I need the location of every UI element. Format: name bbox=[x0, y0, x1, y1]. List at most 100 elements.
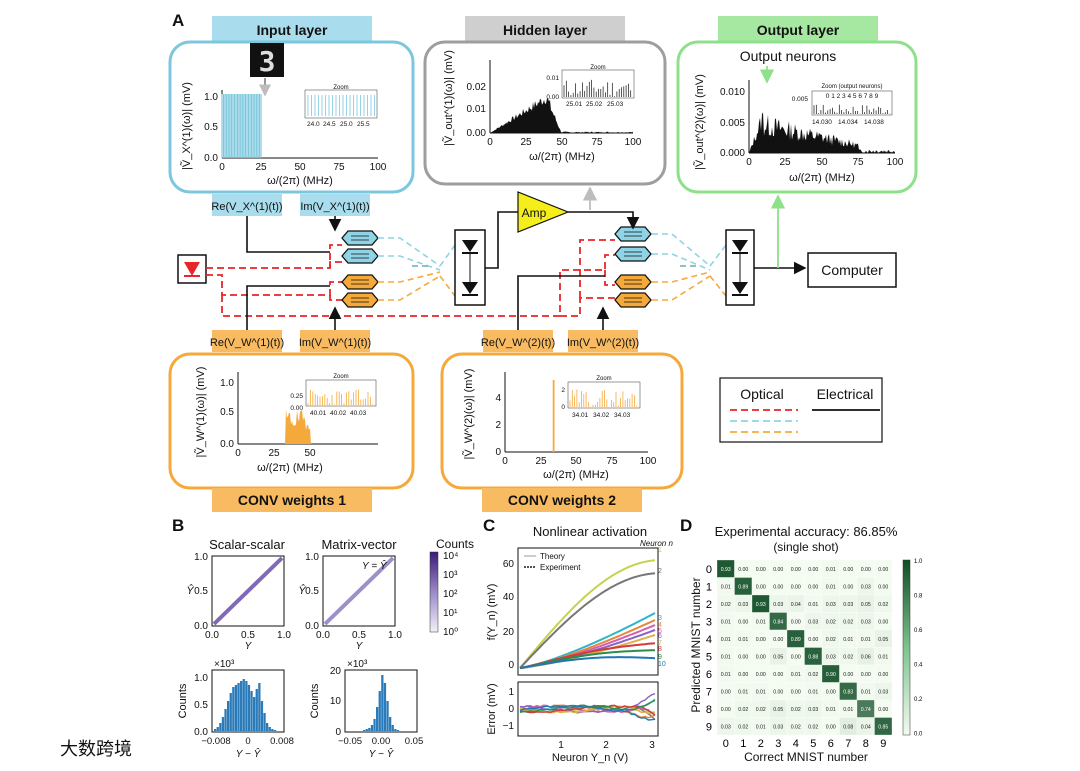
d-cell-value: 0.89 bbox=[738, 584, 748, 590]
d-cell-value: 0.00 bbox=[791, 567, 801, 573]
d-cell-value: 0.03 bbox=[808, 707, 818, 713]
hist1-bar bbox=[245, 681, 248, 731]
d-colorbar-ticks: 1.00.80.60.40.20.0 bbox=[914, 559, 923, 738]
computer-box bbox=[807, 252, 897, 288]
b-s2-ytick-2: 1.0 bbox=[305, 552, 319, 563]
hist2-bar bbox=[394, 729, 397, 731]
input-ytick-2: 0.5 bbox=[204, 122, 218, 133]
d-cb-tick: 0.6 bbox=[914, 628, 923, 634]
c-ytick-2: 20 bbox=[503, 627, 515, 638]
combiner-2-blue-b bbox=[652, 253, 711, 271]
input-xlabel: ω/(2π) (MHz) bbox=[267, 175, 333, 187]
c-title: Nonlinear activation bbox=[533, 524, 647, 539]
c-neuron-id: 4 bbox=[658, 622, 662, 629]
d-cell-value: 0.00 bbox=[791, 619, 801, 625]
hist1-bar bbox=[214, 729, 217, 731]
elec-re-vw1 bbox=[246, 285, 330, 330]
d-col-label: 2 bbox=[758, 738, 764, 750]
hist2-bar bbox=[373, 719, 376, 731]
d-cell-value: 0.03 bbox=[878, 689, 888, 695]
c-xlabel: Neuron Y_n (V) bbox=[552, 752, 628, 764]
amplifier-label: Amp bbox=[522, 206, 547, 220]
b-s2-ylabel: Ŷ bbox=[298, 584, 306, 597]
conv2-ytick-1: 4 bbox=[495, 393, 501, 404]
b-scalar-title: Scalar-scalar bbox=[209, 537, 286, 552]
hidden-layer-header bbox=[465, 16, 625, 42]
d-cell-value: 0.00 bbox=[773, 567, 783, 573]
output-layer-header bbox=[718, 16, 878, 42]
c-neuron-label: Neuron n bbox=[640, 539, 673, 548]
conv1-title: CONV weights 1 bbox=[238, 492, 346, 508]
hist1-bar bbox=[229, 693, 232, 731]
combiner-1-blue-a bbox=[378, 237, 441, 267]
input-xtick-3: 50 bbox=[294, 162, 306, 173]
c-xtick-2: 3 bbox=[649, 740, 655, 751]
hist2-bar bbox=[365, 729, 368, 731]
d-cell-value: 0.01 bbox=[738, 689, 748, 695]
output-xtick-2: 25 bbox=[779, 157, 791, 168]
d-col-label: 4 bbox=[793, 738, 799, 750]
d-cell-value: 0.00 bbox=[756, 654, 766, 660]
d-row-label: 6 bbox=[706, 669, 712, 681]
d-cell-value: 0.08 bbox=[843, 724, 853, 730]
hidden-ylabel: |Ṽ_out^(1)(ω)| (mV) bbox=[442, 50, 455, 146]
d-xlabel: Correct MNIST number bbox=[744, 750, 868, 764]
d-cell-value: 0.01 bbox=[738, 637, 748, 643]
b-cb-tick-1: 10³ bbox=[443, 570, 458, 581]
panel-label-b: B bbox=[172, 516, 184, 535]
d-cell-value: 0.00 bbox=[826, 724, 836, 730]
conv2-xtick-2: 25 bbox=[535, 456, 547, 467]
d-cell-value: 0.05 bbox=[878, 637, 888, 643]
hist2-bar bbox=[381, 675, 384, 731]
link-legend: Optical Electrical bbox=[719, 377, 883, 443]
d-cell-value: 0.93 bbox=[721, 567, 731, 573]
d-row-label: 2 bbox=[706, 599, 712, 611]
d-cell-value: 0.05 bbox=[861, 602, 871, 608]
red-path-1 bbox=[206, 244, 342, 269]
d-cell-value: 0.01 bbox=[808, 602, 818, 608]
d-cell-value: 0.03 bbox=[773, 602, 783, 608]
hist1-bar bbox=[273, 730, 277, 731]
d-cell-value: 0.01 bbox=[756, 689, 766, 695]
modulator-icon bbox=[341, 274, 379, 290]
im-vx-label: Im(V_X^(1)(t)) bbox=[300, 201, 369, 213]
d-cell-value: 0.01 bbox=[721, 672, 731, 678]
conv1-xtick-1: 0 bbox=[235, 448, 241, 459]
input-xtick-4: 75 bbox=[333, 162, 345, 173]
b-h1-xlabel: Y − Ŷ bbox=[236, 747, 262, 760]
b-h1-ytick-0: 1.0 bbox=[194, 673, 208, 684]
b-s1-xlabel: Y bbox=[245, 641, 253, 652]
red-path-8 bbox=[579, 239, 615, 298]
combiner-1-out-a bbox=[439, 244, 456, 267]
input-zoom-xtick-2: 24.5 bbox=[323, 121, 336, 128]
re-vw1-box bbox=[212, 330, 282, 352]
conv1-ylabel: |Ṽ_W^(1)(ω)| (mV) bbox=[194, 367, 207, 458]
red-path-5 bbox=[221, 254, 615, 317]
d-col-label: 5 bbox=[810, 738, 816, 750]
b-s1-xtick-2: 1.0 bbox=[277, 630, 291, 641]
conv2-zoom-xtick-3: 34.03 bbox=[614, 412, 631, 419]
d-cell-value: 0.00 bbox=[738, 654, 748, 660]
conv1-ytick-1: 1.0 bbox=[220, 378, 234, 389]
d-cell-value: 0.03 bbox=[843, 602, 853, 608]
combiner-2-orange-b bbox=[652, 275, 711, 301]
panel-b: Scalar-scalar Matrix-vector 0.0 0.5 1.0 … bbox=[177, 537, 474, 760]
c-xtick-1: 2 bbox=[603, 740, 609, 751]
d-cell-value: 0.00 bbox=[808, 637, 818, 643]
b-h2-ytick-0: 20 bbox=[330, 666, 342, 677]
d-cell-value: 0.03 bbox=[773, 724, 783, 730]
d-cell-value: 0.00 bbox=[738, 619, 748, 625]
hidden-xtick-5: 100 bbox=[625, 137, 642, 148]
input-zoom-lines bbox=[307, 95, 375, 116]
conv1-zoom-ytick-2: 0.00 bbox=[290, 405, 303, 412]
hidden-zoom-ytick-2: 0.00 bbox=[546, 94, 559, 101]
output-layer-block: Output layer Output neurons 0.010 0.005 … bbox=[676, 16, 918, 194]
modulator-icon bbox=[341, 292, 379, 308]
b-s1-ytick-0: 0.0 bbox=[194, 621, 208, 632]
input-spectrum-bars bbox=[221, 94, 262, 158]
d-cell-value: 0.02 bbox=[791, 724, 801, 730]
c-curve-1 bbox=[519, 559, 656, 669]
d-cell-value: 0.03 bbox=[721, 724, 731, 730]
input-layer-block: Input layer 3 1.0 0.5 0.0 0 25 50 75 100… bbox=[168, 16, 415, 194]
